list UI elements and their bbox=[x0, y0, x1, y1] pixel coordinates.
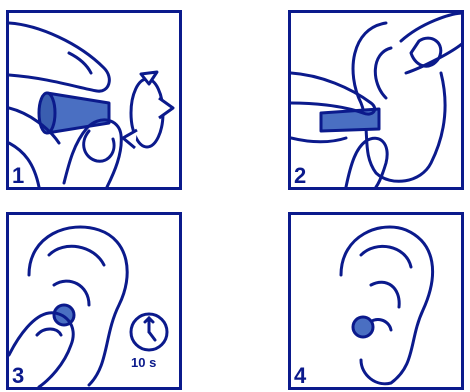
rotate-arrows-icon bbox=[119, 68, 179, 158]
step-2-illustration bbox=[291, 13, 461, 187]
step-4-illustration bbox=[291, 215, 461, 387]
timer-label: 10 s bbox=[131, 355, 156, 370]
ear-outline bbox=[341, 227, 433, 384]
ear-outline bbox=[29, 227, 127, 385]
earplug bbox=[353, 317, 373, 337]
step-number: 3 bbox=[11, 365, 27, 387]
stopwatch-icon bbox=[127, 310, 171, 354]
step-1-panel: 1 bbox=[6, 10, 182, 190]
step-2-panel: 2 bbox=[288, 10, 464, 190]
step-number: 4 bbox=[293, 365, 309, 387]
ear-outline bbox=[353, 23, 445, 181]
step-number: 2 bbox=[293, 165, 309, 187]
step-3-panel: 10 s 3 bbox=[6, 212, 182, 390]
index-finger bbox=[9, 23, 109, 91]
step-4-panel: 4 bbox=[288, 212, 464, 390]
earplug bbox=[321, 109, 379, 131]
step-number: 1 bbox=[11, 165, 27, 187]
